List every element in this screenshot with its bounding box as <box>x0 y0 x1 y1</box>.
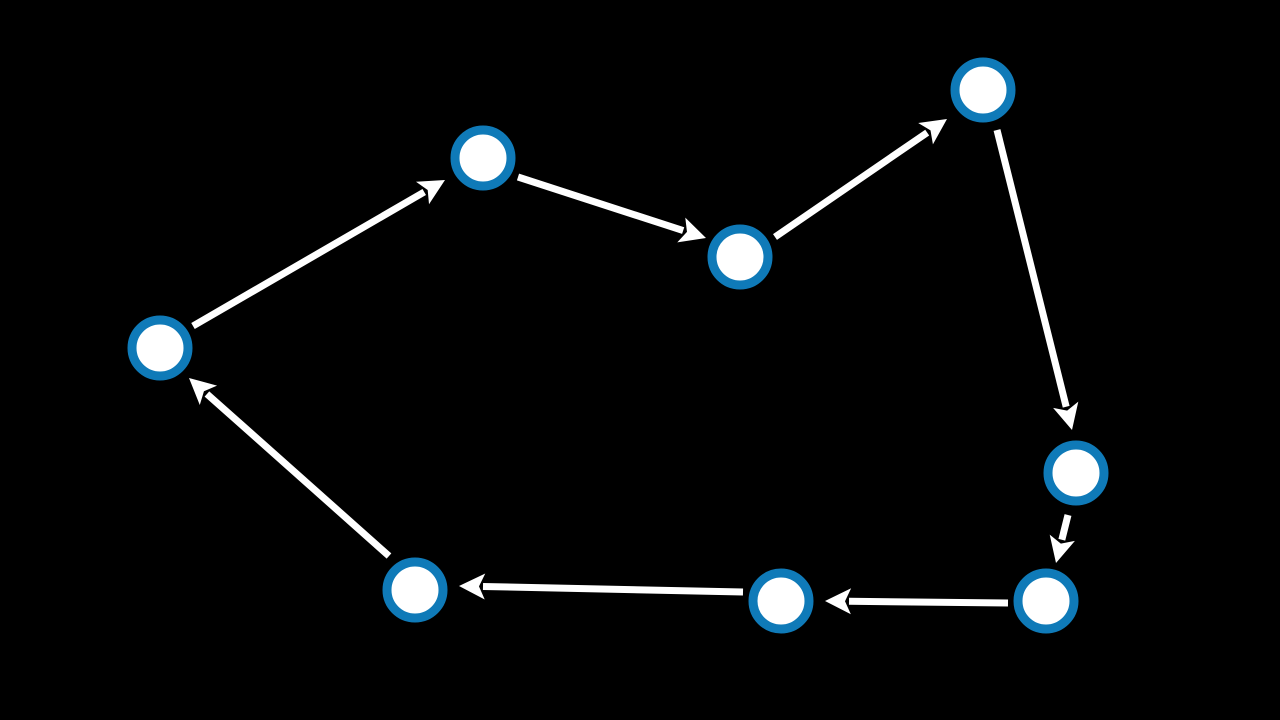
edge-shaft <box>516 173 685 234</box>
edge-shaft <box>773 129 930 240</box>
edge-arrowhead-icon <box>189 378 218 405</box>
edge-shaft <box>1058 514 1072 541</box>
edge-shaft <box>204 391 392 559</box>
graph-edge[interactable] <box>773 119 947 240</box>
edge-arrowhead-icon <box>918 119 947 145</box>
edge-arrowhead-icon <box>459 573 486 600</box>
graph-node[interactable] <box>127 315 193 381</box>
node-circle[interactable] <box>382 557 448 623</box>
graph-node[interactable] <box>950 57 1016 123</box>
graph-node[interactable] <box>1043 440 1109 506</box>
edge-arrowhead-icon <box>1053 401 1079 430</box>
node-circle[interactable] <box>950 57 1016 123</box>
graph-edge[interactable] <box>516 173 706 243</box>
graph-node[interactable] <box>1013 568 1079 634</box>
node-circle[interactable] <box>450 125 516 191</box>
edge-arrowhead-icon <box>1049 534 1075 563</box>
edge-arrowhead-icon <box>825 588 852 615</box>
graph-edge[interactable] <box>191 180 445 330</box>
graph-node[interactable] <box>382 557 448 623</box>
node-circle[interactable] <box>748 568 814 634</box>
node-circle[interactable] <box>1013 568 1079 634</box>
edge-shaft <box>993 129 1070 408</box>
node-circle[interactable] <box>707 224 773 290</box>
graph-edge[interactable] <box>1049 514 1075 563</box>
edge-arrowhead-icon <box>415 180 445 205</box>
edge-shaft <box>482 583 744 596</box>
graph-node[interactable] <box>450 125 516 191</box>
node-circle[interactable] <box>1043 440 1109 506</box>
graph-edge[interactable] <box>993 129 1079 430</box>
graph-edge[interactable] <box>189 378 392 559</box>
edge-layer <box>189 119 1079 615</box>
graph-edge[interactable] <box>825 588 1009 615</box>
graph-node[interactable] <box>748 568 814 634</box>
graph-node[interactable] <box>707 224 773 290</box>
node-circle[interactable] <box>127 315 193 381</box>
edge-arrowhead-icon <box>677 217 706 243</box>
edge-shaft <box>191 189 426 330</box>
graph-edge[interactable] <box>459 573 744 600</box>
node-layer <box>127 57 1109 634</box>
edge-shaft <box>848 597 1009 607</box>
